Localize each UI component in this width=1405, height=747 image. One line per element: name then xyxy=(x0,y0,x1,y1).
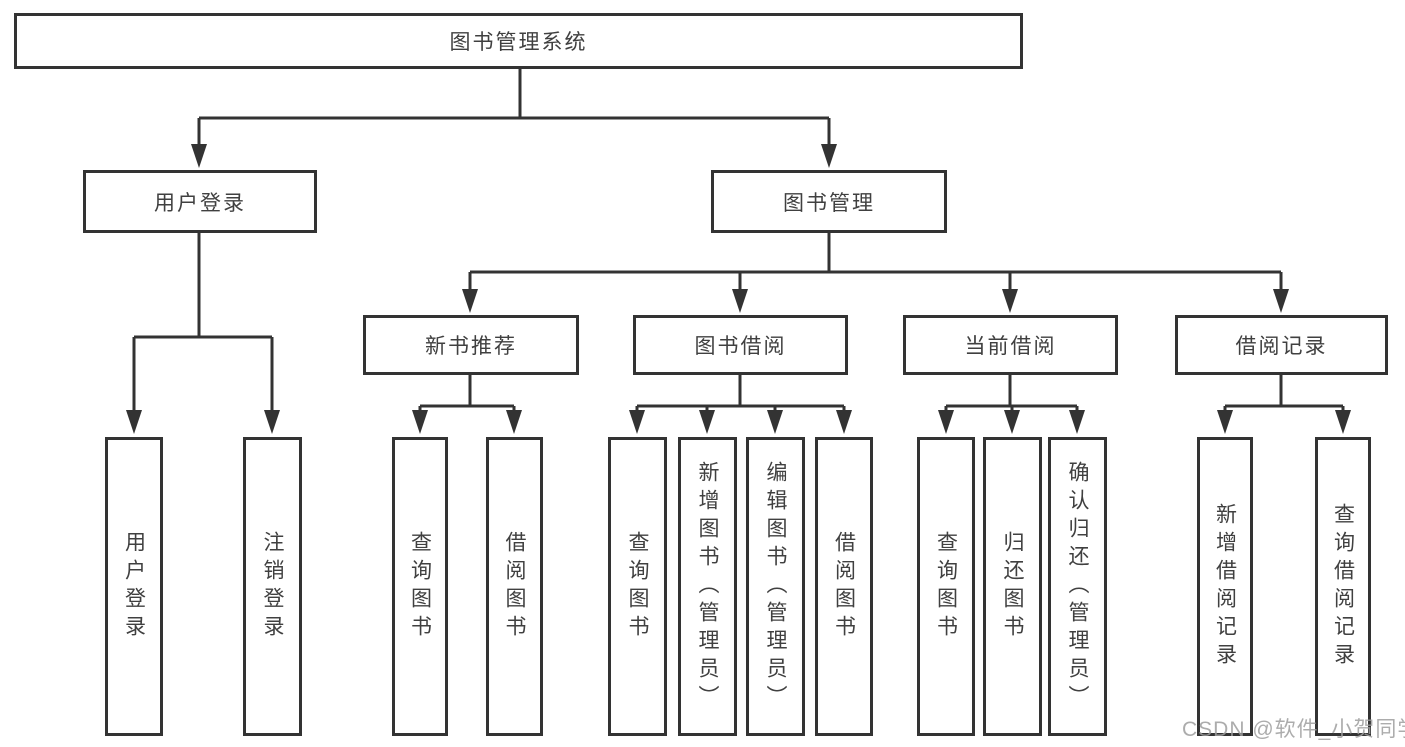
leaf-current-return-books: 归还图书 xyxy=(983,437,1042,736)
leaf-current-confirm-return-admin: 确认归还（管理员） xyxy=(1048,437,1107,736)
node-book-borrowing: 图书借阅 xyxy=(633,315,848,375)
watermark: CSDN @软件_小贺同学 xyxy=(1182,718,1405,741)
leaf-borrow-edit-books-admin: 编辑图书（管理员） xyxy=(746,437,805,736)
node-borrowing-records: 借阅记录 xyxy=(1175,315,1388,375)
leaf-borrow-borrow-books: 借阅图书 xyxy=(815,437,873,736)
leaf-newbook-borrow-books: 借阅图书 xyxy=(486,437,543,736)
arrowheads xyxy=(126,144,1351,434)
leaf-current-query-books: 查询图书 xyxy=(917,437,975,736)
leaf-records-query-record: 查询借阅记录 xyxy=(1315,437,1371,736)
leaf-borrow-query-books: 查询图书 xyxy=(608,437,667,736)
leaf-user-login: 用户登录 xyxy=(105,437,163,736)
node-current-borrowing: 当前借阅 xyxy=(903,315,1118,375)
leaf-logout: 注销登录 xyxy=(243,437,302,736)
node-book-management: 图书管理 xyxy=(711,170,947,233)
node-library-management-system: 图书管理系统 xyxy=(14,13,1023,69)
leaf-borrow-add-books-admin: 新增图书（管理员） xyxy=(678,437,737,736)
node-user-login: 用户登录 xyxy=(83,170,317,233)
leaf-newbook-query-books: 查询图书 xyxy=(392,437,448,736)
leaf-records-add-record: 新增借阅记录 xyxy=(1197,437,1253,736)
node-new-book-recommendation: 新书推荐 xyxy=(363,315,579,375)
